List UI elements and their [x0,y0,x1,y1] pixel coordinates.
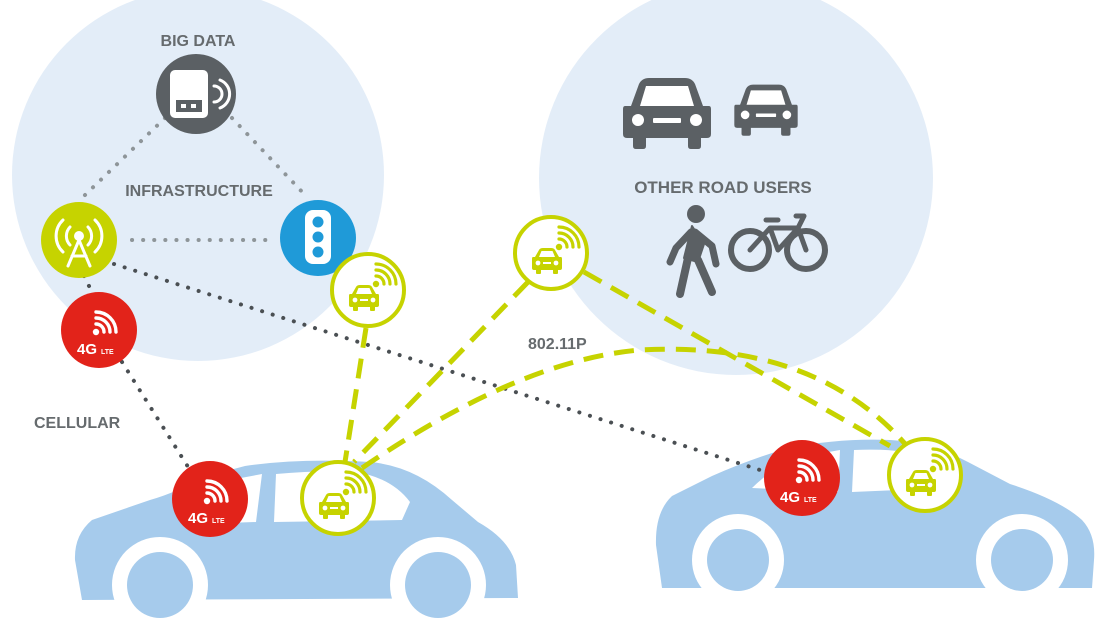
lte-label: LTE [101,349,114,356]
server-wireless-icon [156,54,236,134]
infrastructure-links [82,116,308,242]
connected-car-icon [513,215,589,291]
cellular-links [82,262,762,472]
4g-lte-icon: 4G LTE [764,440,840,516]
connected-car-icon [330,252,406,328]
vehicle-right [655,439,1095,606]
lte-label: LTE [804,497,817,504]
other-road-users-label: OTHER ROAD USERS [634,178,812,197]
connected-car-icon [887,437,963,513]
antenna-tower-icon [41,202,117,278]
bicycle-icon [728,213,828,272]
traffic-light-icon [280,200,356,276]
4g-label: 4G [77,341,97,358]
v2x-links [342,269,914,471]
pedestrian-icon [666,205,720,298]
4g-label: 4G [780,489,800,506]
4g-lte-icon: 4G LTE [172,461,248,537]
4g-lte-icon: 4G LTE [61,292,137,368]
infrastructure-label: INFRASTRUCTURE [125,183,273,200]
4g-label: 4G [188,510,208,527]
cellular-label: CELLULAR [34,415,121,432]
connected-car-icon [300,460,376,536]
protocol-label: 802.11P [528,336,587,353]
network-bubble-left [12,0,384,361]
vehicle-left [74,460,519,622]
big-data-label: BIG DATA [161,33,236,50]
lte-label: LTE [212,518,225,525]
